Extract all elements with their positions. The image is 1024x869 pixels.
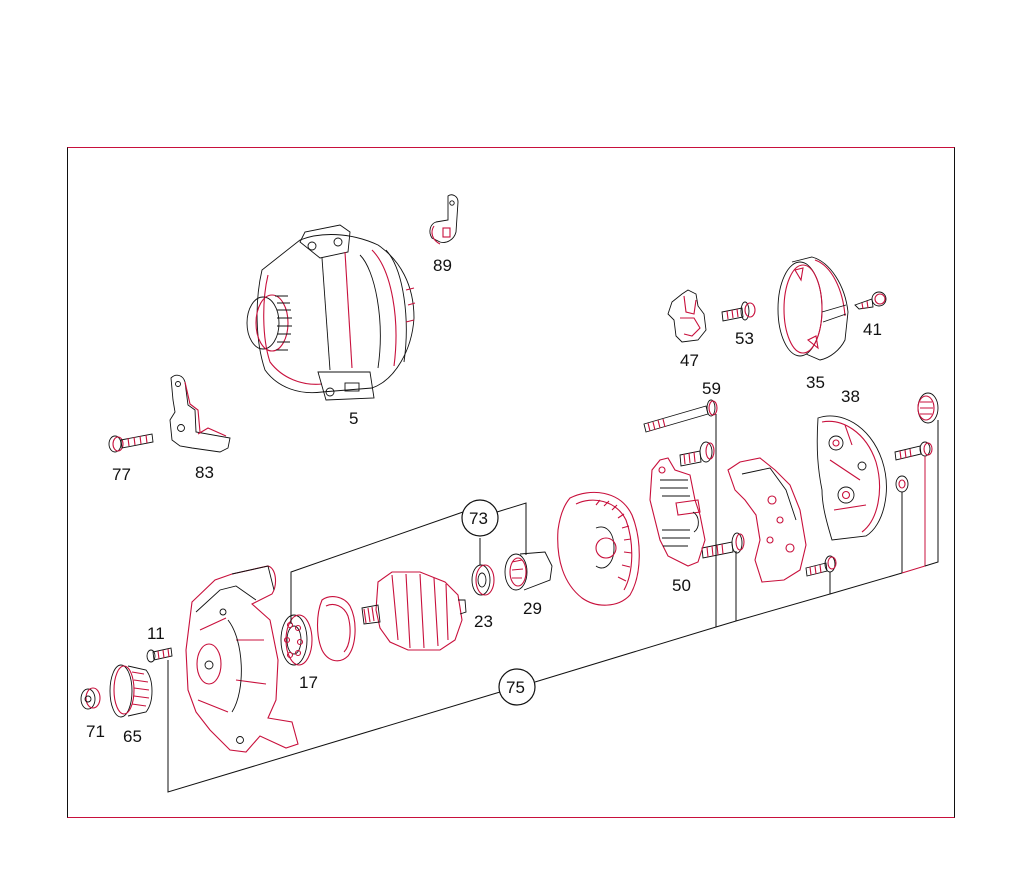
callout-71: 71 (86, 722, 105, 741)
leader-lines (167, 414, 939, 793)
callout-38: 38 (841, 387, 860, 406)
part-drive-end-housing-drawing[interactable] (185, 565, 299, 753)
callout-17: 17 (299, 673, 318, 692)
part-65-pulley-drawing[interactable] (109, 664, 153, 718)
callout-77: 77 (112, 465, 131, 484)
callout-47: 47 (680, 351, 699, 370)
part-17-bearing-drawing[interactable] (280, 614, 313, 666)
part-35-cover-cap-drawing[interactable] (777, 256, 849, 361)
part-83-bracket-drawing[interactable] (169, 374, 231, 453)
part-stud-drawing[interactable] (679, 441, 715, 467)
callout-65: 65 (123, 727, 142, 746)
callout-75: 75 (506, 678, 525, 697)
callout-29: 29 (523, 599, 542, 618)
part-rotor-drawing[interactable] (361, 571, 467, 651)
callout-75-bubble[interactable]: 75 (498, 668, 536, 706)
part-71-nut-drawing[interactable] (80, 687, 101, 710)
part-screw-59b-drawing[interactable] (701, 532, 745, 559)
part-nut-drawing[interactable] (895, 475, 909, 493)
part-shield-drawing[interactable] (316, 596, 356, 662)
diagram-frame (67, 147, 955, 818)
part-89-cable-clip-drawing[interactable] (429, 194, 459, 245)
part-38-rear-cover-drawing[interactable] (816, 415, 887, 541)
callout-53: 53 (735, 329, 754, 348)
part-29-slip-ring-drawing[interactable] (504, 551, 553, 591)
part-77-bolt-drawing[interactable] (108, 433, 154, 453)
part-23-bearing-drawing[interactable] (471, 564, 495, 596)
callout-23: 23 (474, 612, 493, 631)
callout-11: 11 (147, 624, 165, 643)
callout-50: 50 (672, 576, 691, 595)
part-screw-washer-drawing[interactable] (894, 441, 933, 461)
part-screw-small-drawing[interactable] (805, 555, 837, 577)
callout-59: 59 (702, 379, 721, 398)
part-5-alternator-drawing[interactable] (246, 224, 416, 401)
part-47-connector-drawing[interactable] (667, 289, 707, 343)
callout-73-bubble[interactable]: 73 (461, 499, 499, 537)
part-11-screw-drawing[interactable] (146, 647, 173, 663)
part-nut-cap-drawing[interactable] (917, 392, 939, 424)
callout-5: 5 (349, 409, 358, 428)
callout-41: 41 (863, 320, 882, 339)
part-rectifier-drawing[interactable] (727, 457, 807, 583)
part-stator-drawing[interactable] (557, 491, 640, 606)
callout-35: 35 (806, 373, 825, 392)
part-59-through-bolt-drawing[interactable] (643, 399, 718, 433)
callout-89: 89 (433, 256, 452, 275)
part-41-screw-drawing[interactable] (854, 291, 887, 310)
part-50-regulator-drawing[interactable] (649, 457, 706, 567)
callout-73: 73 (469, 509, 488, 528)
callout-83: 83 (195, 463, 214, 482)
part-53-screw-drawing[interactable] (721, 301, 756, 322)
